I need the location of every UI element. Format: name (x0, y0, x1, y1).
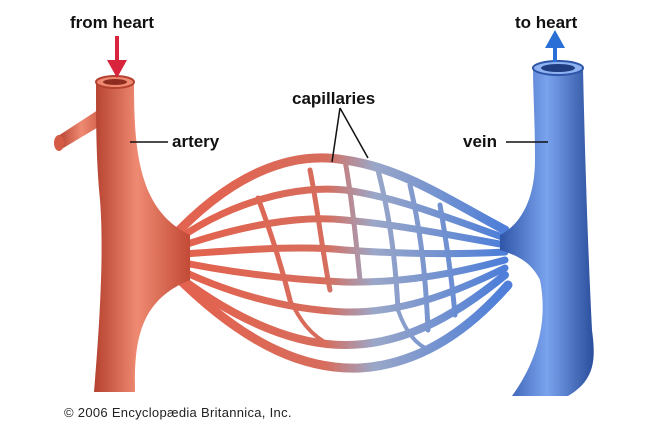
label-from-heart: from heart (70, 13, 155, 32)
arrow-out-of-vein-icon (545, 30, 565, 62)
copyright-notice: © 2006 Encyclopædia Britannica, Inc. (64, 405, 292, 420)
label-artery: artery (172, 132, 220, 151)
vein-vessel (500, 60, 594, 396)
label-vein: vein (463, 132, 498, 151)
arrow-into-artery-icon (107, 36, 127, 78)
capillary-network (165, 153, 513, 373)
label-to-heart: to heart (515, 13, 578, 32)
label-capillaries: capillaries (292, 89, 376, 108)
capillaries-leader-line (331, 107, 369, 163)
artery-vessel (54, 75, 190, 392)
